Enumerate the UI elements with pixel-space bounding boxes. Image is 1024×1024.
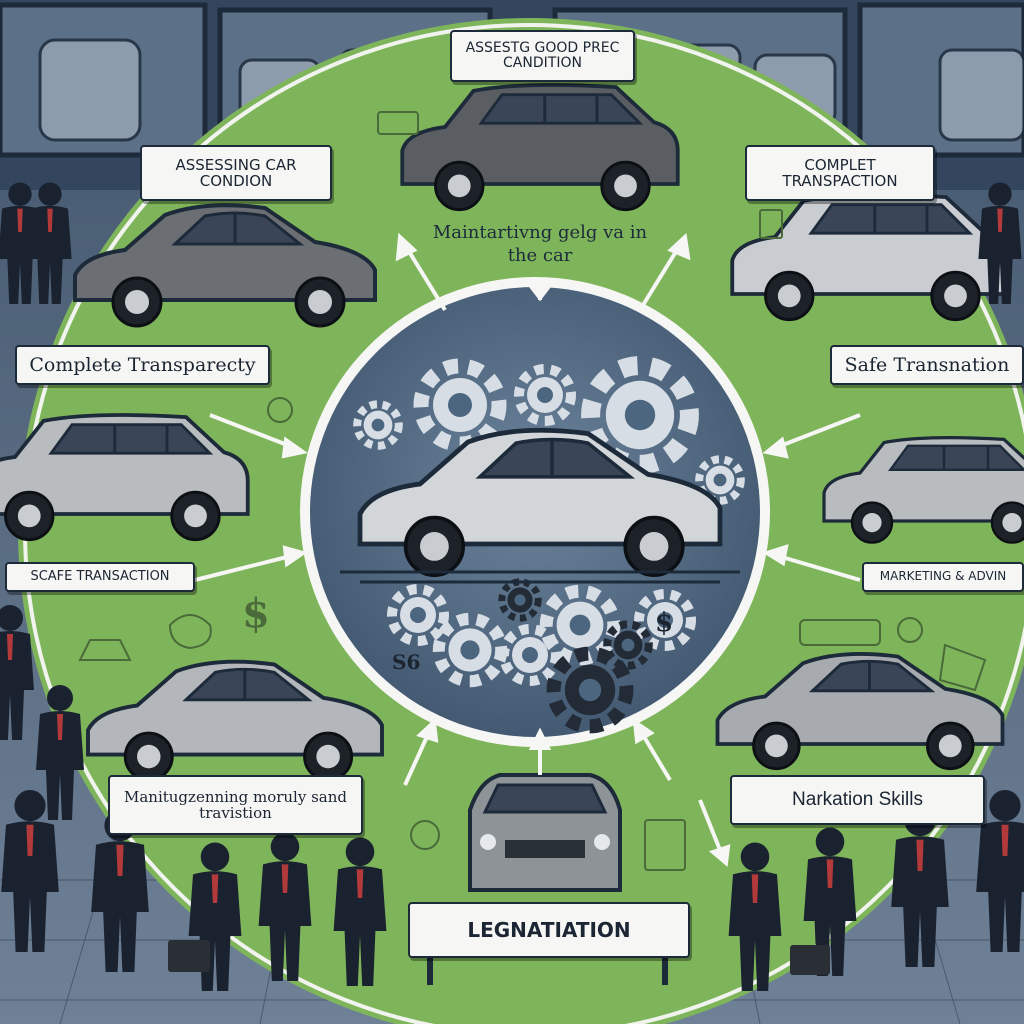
center-car-shadow [340,570,740,584]
arrow-icon [632,717,672,782]
arrow-icon [762,544,861,582]
label-marketing-advice: MARKETING & ADVIN [862,562,1024,592]
handshake-icon [168,614,212,650]
label-assess-good-price: ASSESTG GOOD PREC CANDITION [450,30,635,82]
arrow-icon [403,717,439,786]
document-icon [78,639,132,661]
dollar-icon: $ [655,608,674,638]
document-icon [377,111,419,135]
car-front-bottom [468,773,622,892]
label-complete-transaction-top: COMPLET TRANSPACTION [745,145,935,201]
dollar-text-s6: S6 [392,650,421,674]
handshake-icon [410,820,440,850]
arrow-icon [525,283,555,302]
arrow-icon [698,799,731,867]
label-negotiation-skills: Narkation Skills [730,775,985,825]
document-icon [644,819,686,871]
label-complete-transparency: Complete Transparecty [15,345,270,385]
handshake-icon [938,643,987,692]
label-assessing-car-condition: ASSESSING CAR CONDION [140,145,332,201]
doodle-icons [78,111,987,871]
arrow-icons [194,232,861,867]
center-caption: Maintartivng gelg va in the car [432,222,648,266]
handshake-icon [897,617,923,643]
arrow-icon [395,232,447,312]
arrow-icon [528,727,552,775]
arrow-icon [194,545,308,582]
label-maintaining-mobility: Manitugzenning moruly sand travistion [108,775,363,835]
arrow-icon [638,232,691,312]
briefcases [168,940,830,975]
handshake-icon [267,397,293,423]
label-safe-transaction-right: Safe Transnation [830,345,1024,385]
document-icon [759,209,783,239]
label-safe-transaction-left: SCAFE TRANSACTION [5,562,195,592]
arrow-icon [762,413,861,459]
car-icon [799,619,881,646]
arrow-icon [209,413,308,459]
bottom-stand [427,955,668,985]
label-negotiation: LEGNATIATION [408,902,690,958]
dollar-icon: $ [242,590,270,637]
